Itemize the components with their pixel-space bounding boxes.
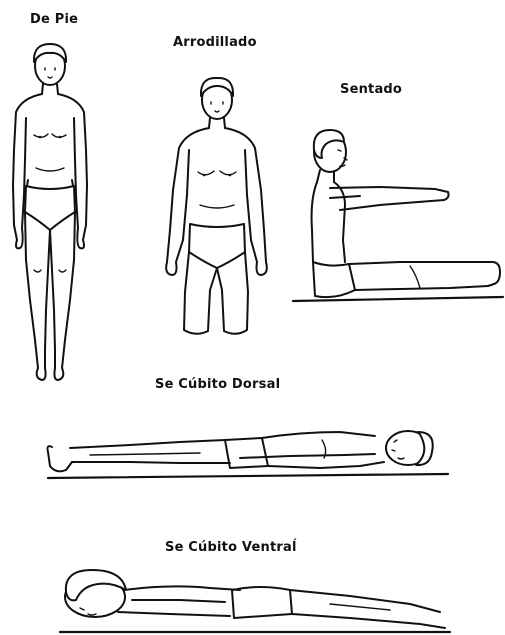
kneeling-figure — [166, 78, 267, 334]
sitting-figure — [293, 130, 503, 301]
supine-figure — [48, 431, 449, 478]
prone-figure — [60, 570, 450, 632]
standing-figure — [13, 44, 87, 380]
